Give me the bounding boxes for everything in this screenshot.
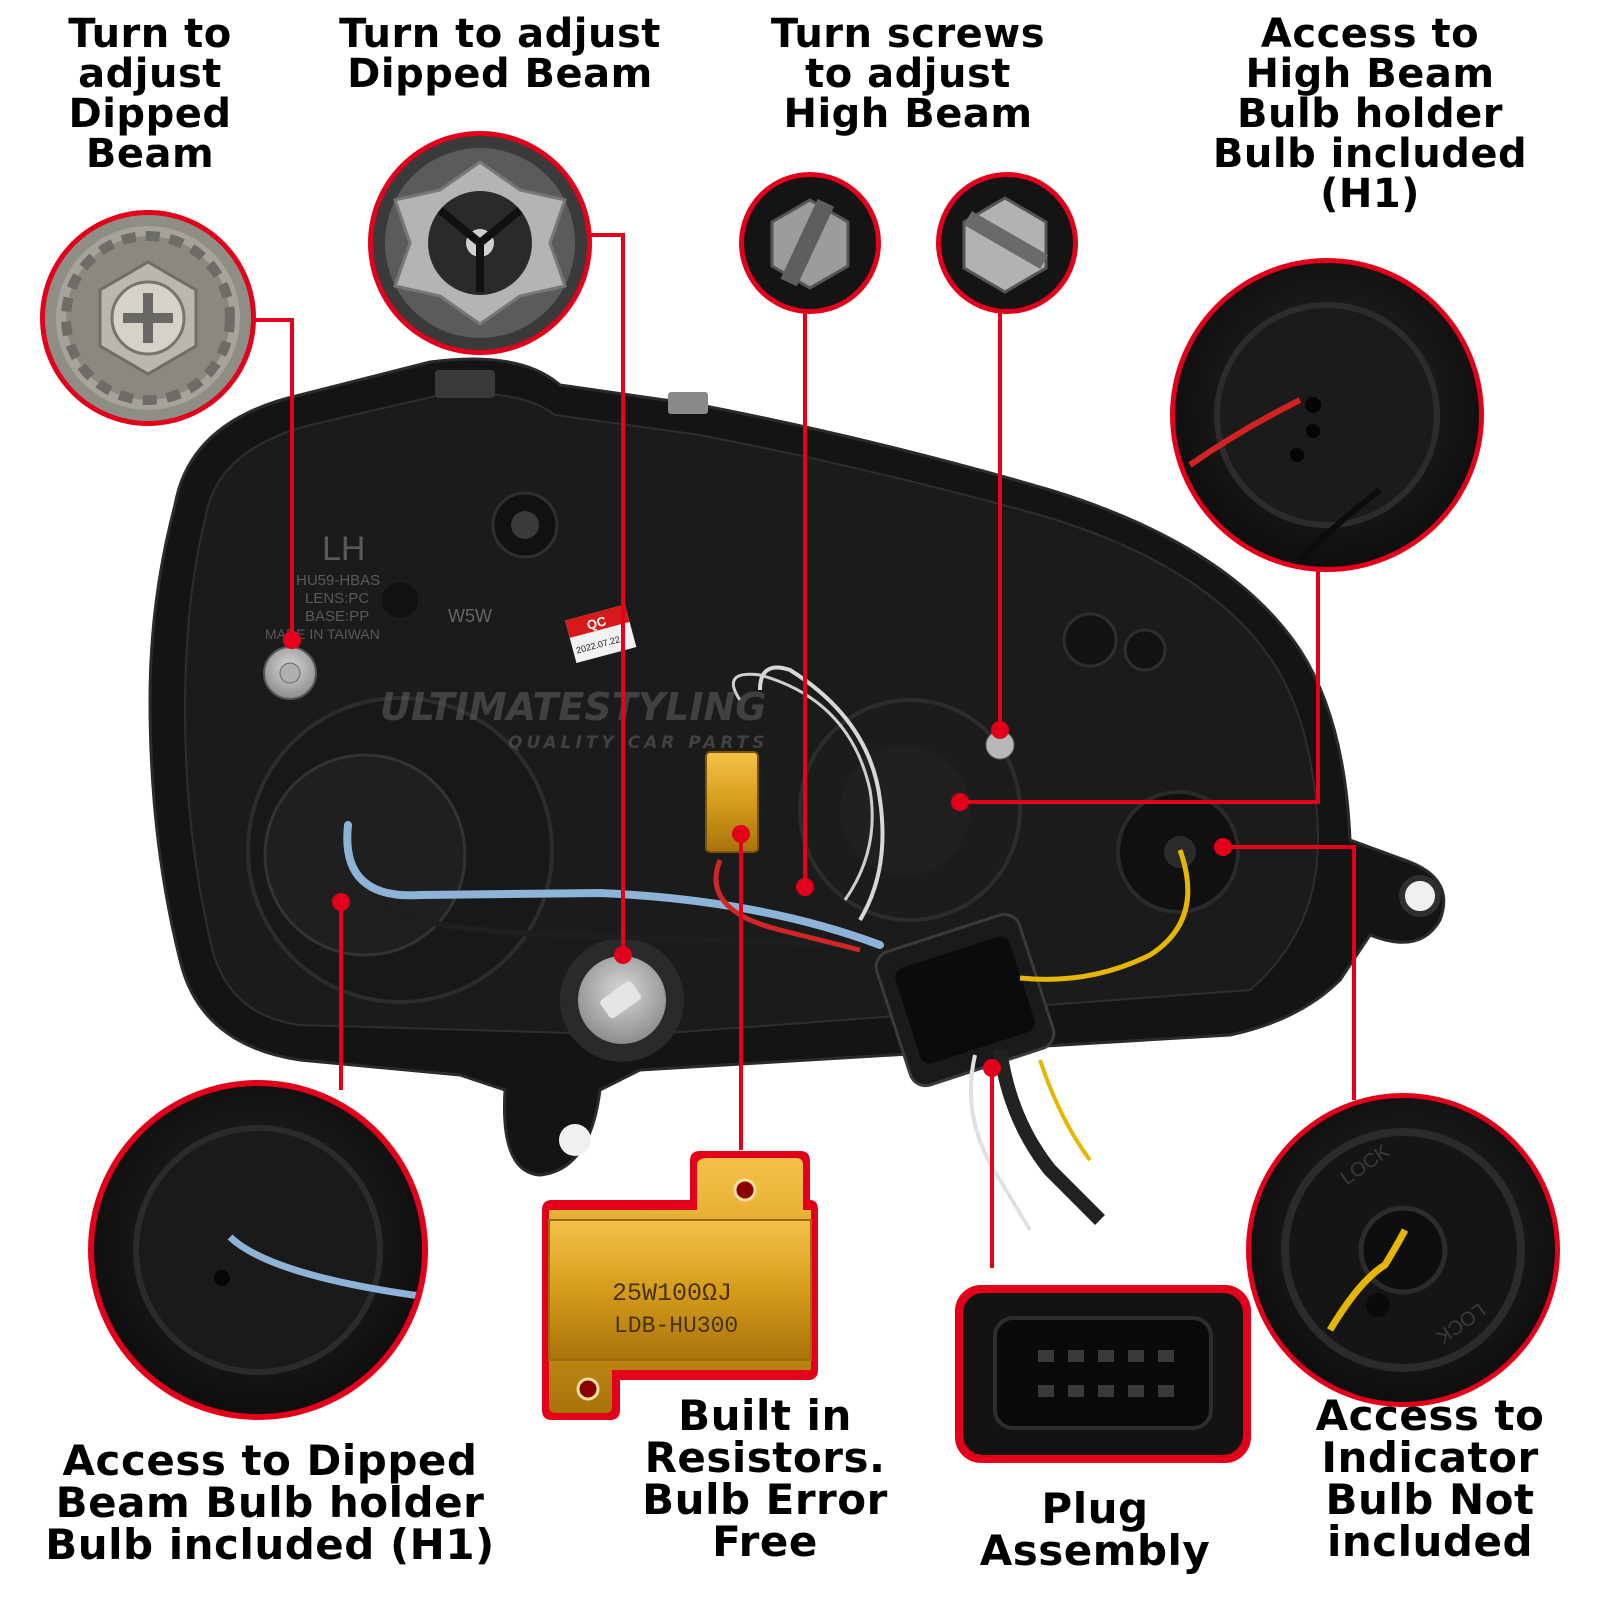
dot-plug (983, 1059, 1001, 1077)
housing-side-text: LH (322, 530, 365, 568)
dot-high-screw-1 (796, 878, 814, 896)
callout-line-indicator (1223, 845, 1356, 1100)
zoom-dipped-beam-bulb (88, 1080, 428, 1420)
housing-base-text: BASE:PP (305, 608, 369, 625)
label-dipped-beam-bulb: Access to Dipped Beam Bulb holder Bulb i… (45, 1436, 495, 1569)
callout-dots (283, 631, 1232, 1077)
dot-dipped-knob (614, 946, 632, 964)
brand-watermark: ULTIMATESTYLING (380, 685, 766, 729)
dot-dipped-screw (283, 631, 301, 649)
dot-resistor (732, 825, 750, 843)
callout-lines (255, 233, 1356, 1268)
label-dipped-screw: Turn to adjust Dipped Beam (68, 11, 232, 177)
housing-bulb-text: W5W (448, 606, 492, 626)
housing-lens-text: LENS:PC (305, 590, 369, 607)
zoom-resistor: 25W100ΩJ LDB-HU300 (542, 1151, 818, 1420)
label-dipped-knob: Turn to adjust Dipped Beam (339, 11, 661, 97)
zoom-plug (955, 1285, 1251, 1463)
zoom-high-screw-2 (936, 172, 1078, 314)
label-high-beam-bulb: Access to High Beam Bulb holder Bulb inc… (1212, 11, 1528, 217)
housing-model-text: HU59-HBAS (296, 572, 380, 589)
zoom-high-screw-1 (739, 172, 881, 314)
label-high-screws: Turn screws to adjust High Beam (770, 11, 1046, 137)
zoom-high-beam-bulb (1170, 258, 1484, 572)
housing-origin-text: MADE IN TAIWAN (265, 626, 380, 642)
headlamp-housing: LH HU59-HBAS LENS:PC BASE:PP MADE IN TAI… (148, 357, 1446, 1232)
dot-high-bulb (951, 793, 969, 811)
zoom-dipped-knob (368, 131, 592, 355)
qc-sticker: QC 2022.07.22 (565, 604, 637, 664)
callout-line-dipped-screw (255, 318, 294, 640)
callout-line-dipped-knob (590, 233, 625, 955)
label-resistor: Built in Resistors. Bulb Error Free (642, 1391, 888, 1566)
callout-line-high-bulb (960, 568, 1320, 804)
resistor-rating-text: 25W100ΩJ (612, 1279, 732, 1308)
zoom-dipped-screw (40, 210, 256, 426)
label-plug: Plug Assembly (979, 1484, 1211, 1575)
brand-tagline-watermark: QUALITY CAR PARTS (508, 733, 769, 753)
resistor-model-text: LDB-HU300 (614, 1313, 738, 1339)
dot-high-screw-2 (991, 721, 1009, 739)
label-indicator: Access to Indicator Bulb Not included (1315, 1391, 1545, 1566)
dot-indicator (1214, 838, 1232, 856)
dot-dipped-bulb (332, 893, 350, 911)
plug-pins (1038, 1350, 1174, 1397)
qc-sticker-text: QC (585, 613, 608, 633)
zoom-indicator-bulb: LOCK LOCK (1246, 1093, 1560, 1407)
